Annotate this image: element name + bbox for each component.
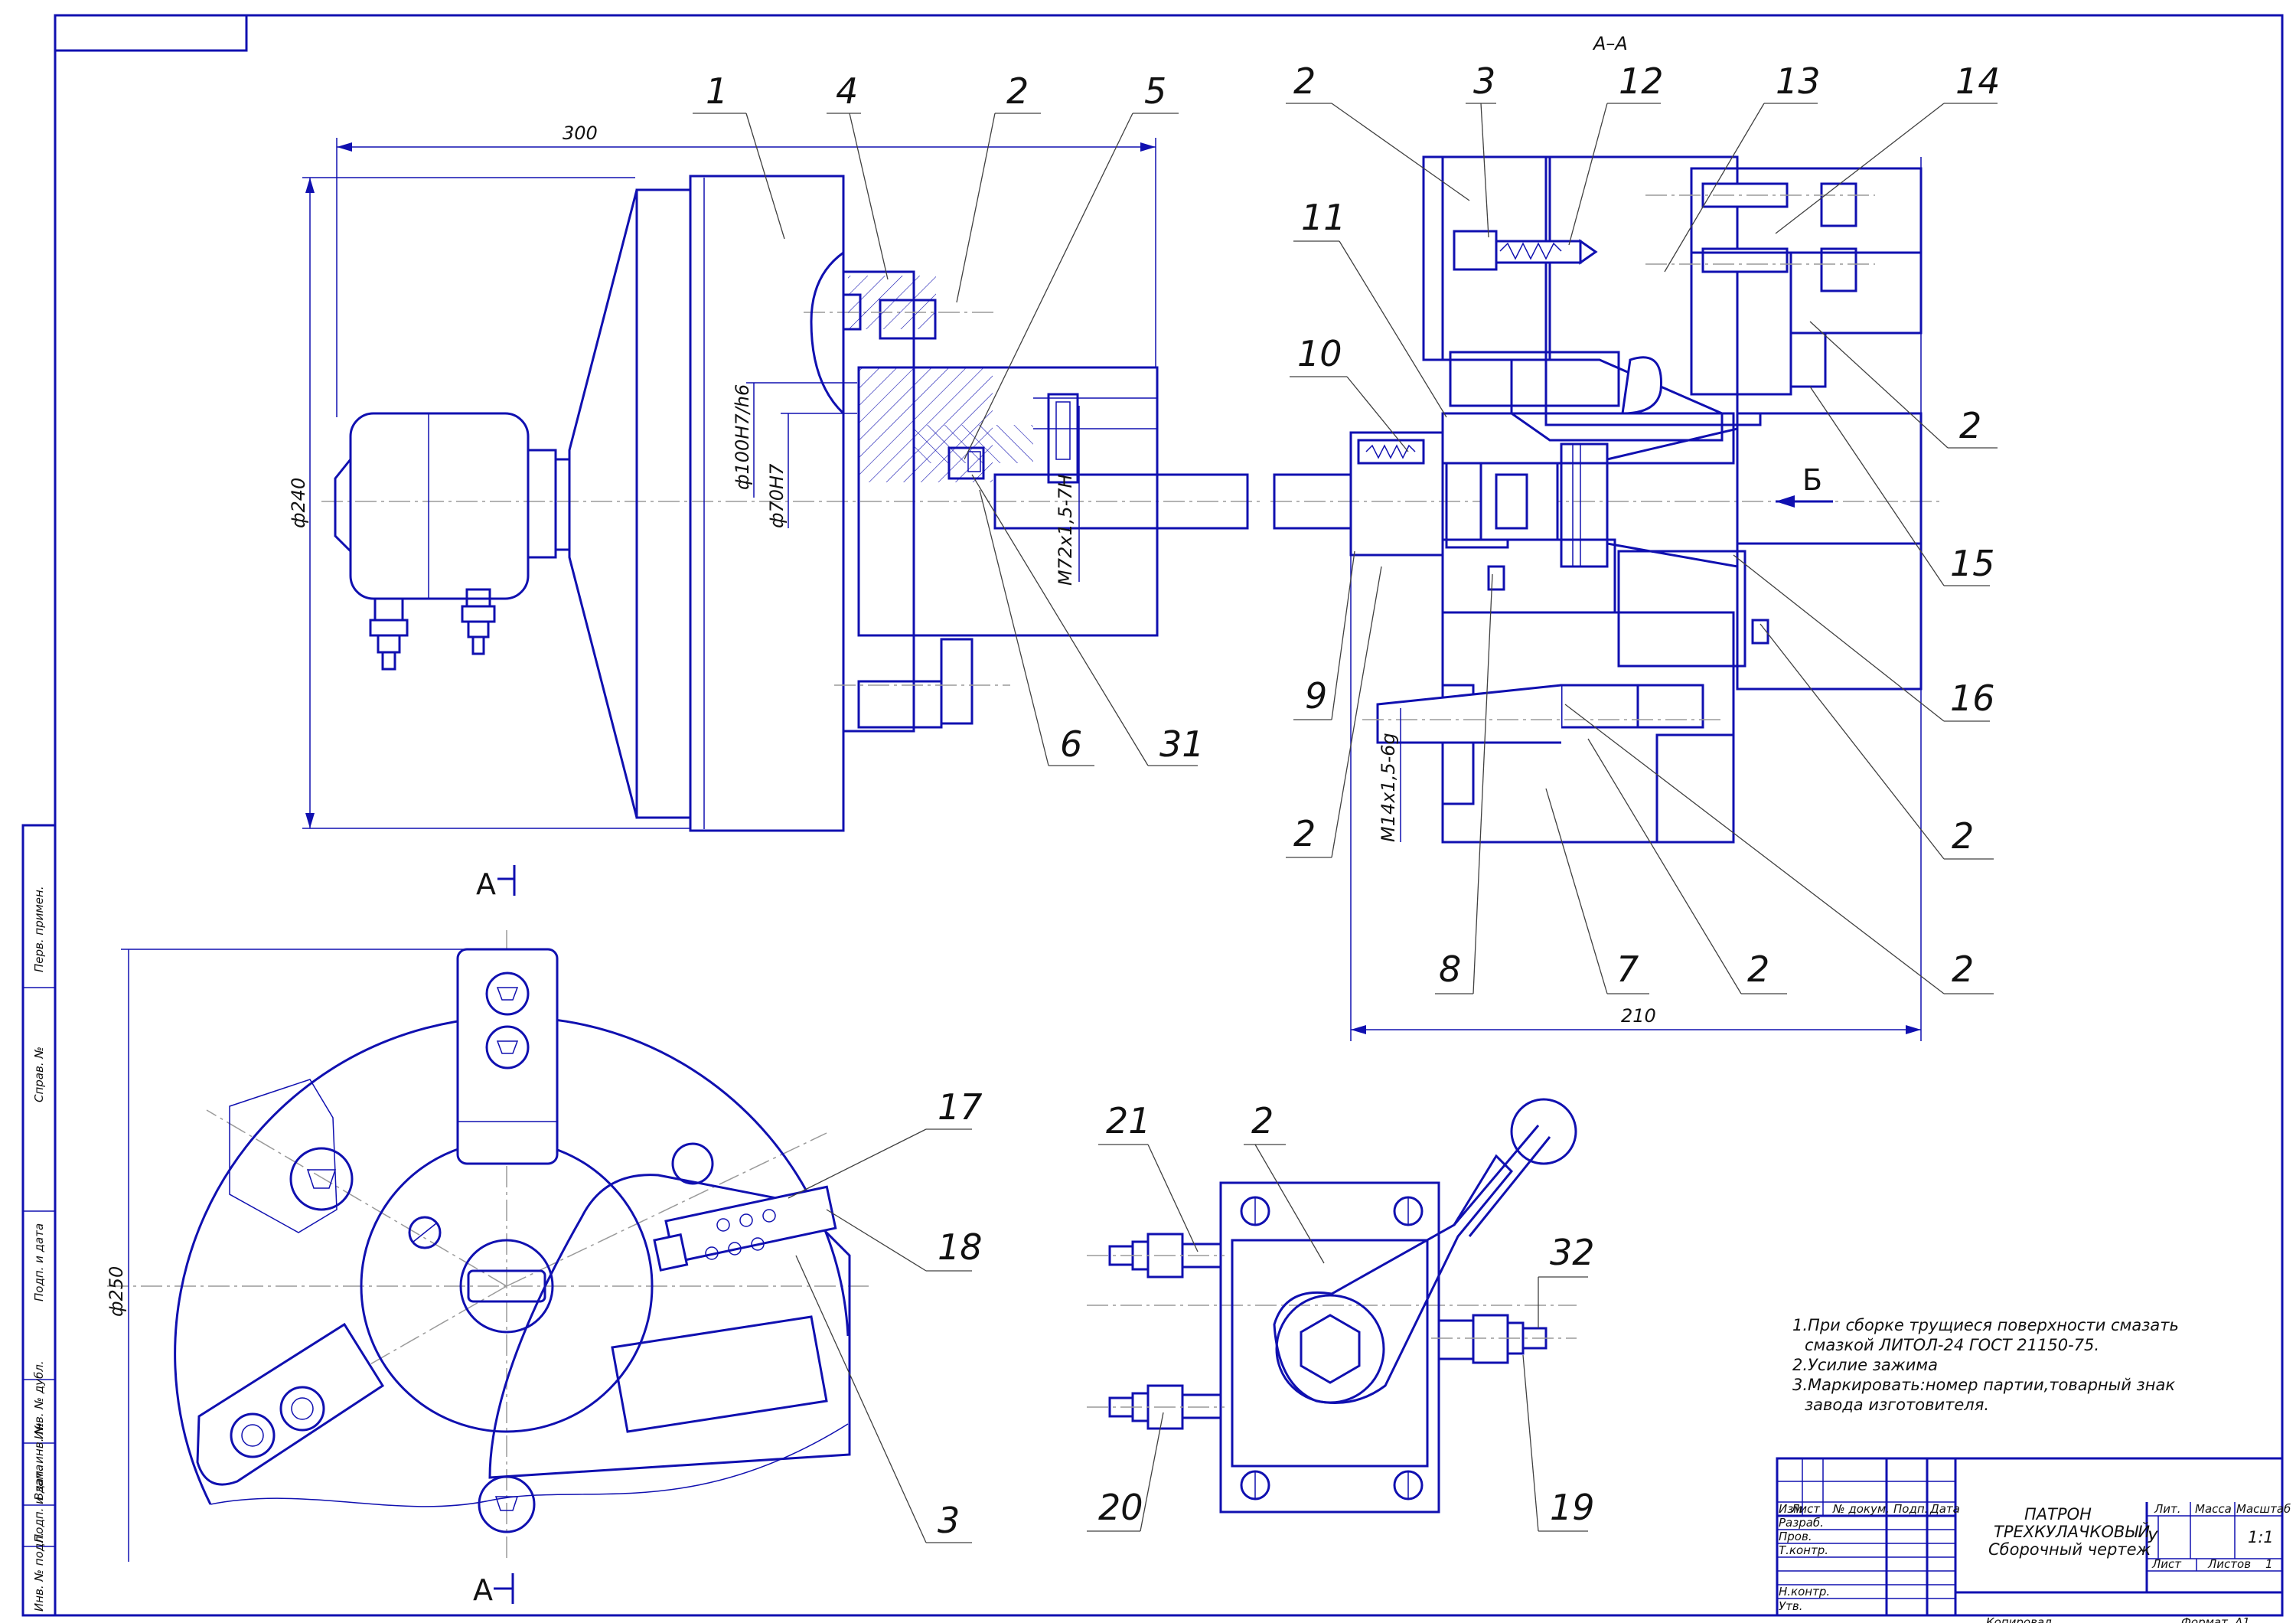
callout-2: 2 xyxy=(1747,949,1769,990)
tb-mass: Масса xyxy=(2195,1502,2232,1516)
callout-4: 4 xyxy=(836,70,858,112)
section-aa-title: А–А xyxy=(1592,33,1628,54)
valve-view: 21 2 32 20 19 xyxy=(1087,1098,1595,1532)
callout-1: 1 xyxy=(706,70,728,112)
tb-role: Пров. xyxy=(1779,1530,1812,1543)
side-label: Инв. № дубл. xyxy=(32,1360,46,1439)
note-line: 1.При сборке трущиеся поверхности смазат… xyxy=(1792,1316,2179,1334)
view1-callouts: 1 4 2 5 6 31 xyxy=(693,70,1205,766)
callout-18: 18 xyxy=(938,1226,983,1268)
view-b-label: Б xyxy=(1802,463,1822,497)
callout-16: 16 xyxy=(1950,678,1995,719)
callout-17: 17 xyxy=(938,1086,983,1128)
callout-5: 5 xyxy=(1144,70,1166,112)
callout-2: 2 xyxy=(1952,815,1974,857)
tb-role: Разраб. xyxy=(1779,1516,1824,1530)
tb-lit: Лит. xyxy=(2154,1502,2181,1516)
tb-role: Н.контр. xyxy=(1779,1585,1830,1599)
callout-9: 9 xyxy=(1305,675,1327,717)
tb-scale: Масштаб xyxy=(2236,1502,2291,1516)
callout-31: 31 xyxy=(1159,723,1205,765)
technical-notes: 1.При сборке трущиеся поверхности смазат… xyxy=(1792,1316,2179,1414)
dim-100: ф100H7/h6 xyxy=(732,384,753,490)
tb-head-doc: № докум. xyxy=(1832,1502,1890,1516)
dim-m72: M72x1,5-7H xyxy=(1055,474,1076,586)
tb-copied: Копировал xyxy=(1986,1615,2052,1623)
dim-300: 300 xyxy=(563,122,598,144)
tb-sheets: Листов xyxy=(2207,1557,2251,1571)
note-line: 2.Усилие зажима xyxy=(1792,1356,1938,1374)
side-label: Подп. и дата xyxy=(32,1465,46,1543)
callout-19: 19 xyxy=(1550,1487,1595,1528)
dim-m14: M14x1,5-6g xyxy=(1378,733,1399,842)
note-line: 3.Маркировать:номер партии,товарный знак xyxy=(1792,1376,2175,1394)
tb-head-sign: Подп. xyxy=(1893,1502,1928,1516)
note-line: смазкой ЛИТОЛ-24 ГОСТ 21150-75. xyxy=(1805,1336,2099,1354)
tb-title: ПАТРОН xyxy=(2024,1505,2092,1523)
dim-70: ф70H7 xyxy=(766,463,788,528)
callout-14: 14 xyxy=(1955,60,2001,102)
tb-head-date: Дата xyxy=(1929,1502,1960,1516)
callout-8: 8 xyxy=(1439,949,1461,990)
front-view-cylinder: 300 ф240 ф100H7/h6 ф70H7 M72x1,5-7H А xyxy=(288,122,1263,901)
dim-240: ф240 xyxy=(288,478,309,528)
callout-32: 32 xyxy=(1550,1232,1595,1273)
callout-11: 11 xyxy=(1301,197,1346,238)
note-line: завода изготовителя. xyxy=(1805,1396,1989,1414)
callout-20: 20 xyxy=(1098,1487,1143,1528)
side-label: Инв. № подл. xyxy=(32,1533,46,1612)
section-mark-a-top: А xyxy=(476,867,496,901)
callout-2: 2 xyxy=(1293,813,1316,854)
callout-6: 6 xyxy=(1060,723,1082,765)
callout-13: 13 xyxy=(1776,60,1821,102)
side-label: Подп. и дата xyxy=(32,1223,46,1301)
tb-sheets-value: 1 xyxy=(2265,1557,2273,1571)
callout-12: 12 xyxy=(1619,60,1664,102)
dim-250: ф250 xyxy=(106,1266,127,1317)
tb-format: Формат xyxy=(2181,1615,2229,1623)
callout-2: 2 xyxy=(1251,1100,1274,1141)
title-block: Изм Лист № докум. Подп. Дата Разраб. Про… xyxy=(1776,1457,2291,1623)
tb-role: Утв. xyxy=(1779,1599,1803,1613)
callout-2: 2 xyxy=(1959,405,1981,446)
tb-role: Т.контр. xyxy=(1779,1543,1828,1557)
tb-title: ТРЕХКУЛАЧКОВЫЙ xyxy=(1994,1522,2150,1541)
side-column-labels: Перв. примен. Справ. № Подп. и дата Инв.… xyxy=(32,886,46,1612)
tb-lit-value: У xyxy=(2148,1528,2158,1546)
callout-2: 2 xyxy=(1006,70,1029,112)
tb-scale-value: 1:1 xyxy=(2248,1528,2274,1546)
callout-3: 3 xyxy=(938,1500,960,1541)
section-aa-view: А–А xyxy=(1270,33,1944,1041)
tb-title: Сборочный чертеж xyxy=(1988,1540,2151,1559)
callout-2: 2 xyxy=(1293,60,1316,102)
tb-format-value: А1 xyxy=(2234,1615,2250,1623)
callout-7: 7 xyxy=(1616,949,1639,990)
side-label: Перв. примен. xyxy=(32,886,46,972)
callout-2: 2 xyxy=(1952,949,1974,990)
tb-head-list: Лист xyxy=(1790,1502,1821,1516)
sheet-frame xyxy=(21,14,2284,1617)
section-aa-callouts: 2 3 12 13 14 11 10 9 2 2 15 16 2 2 8 7 2 xyxy=(1286,60,2001,994)
side-label: Взам. инв. № xyxy=(32,1422,46,1501)
tb-head-izm: Изм xyxy=(1779,1502,1802,1516)
dim-210: 210 xyxy=(1621,1005,1656,1027)
side-label: Справ. № xyxy=(32,1047,46,1102)
callout-15: 15 xyxy=(1950,543,1995,584)
chuck-front-view: ф250 А 17 18 3 xyxy=(106,930,983,1607)
callout-3: 3 xyxy=(1473,60,1495,102)
callout-21: 21 xyxy=(1106,1100,1151,1141)
tb-sheet: Лист xyxy=(2151,1557,2182,1571)
callout-10: 10 xyxy=(1297,333,1342,374)
section-mark-a-bottom: А xyxy=(473,1573,493,1607)
